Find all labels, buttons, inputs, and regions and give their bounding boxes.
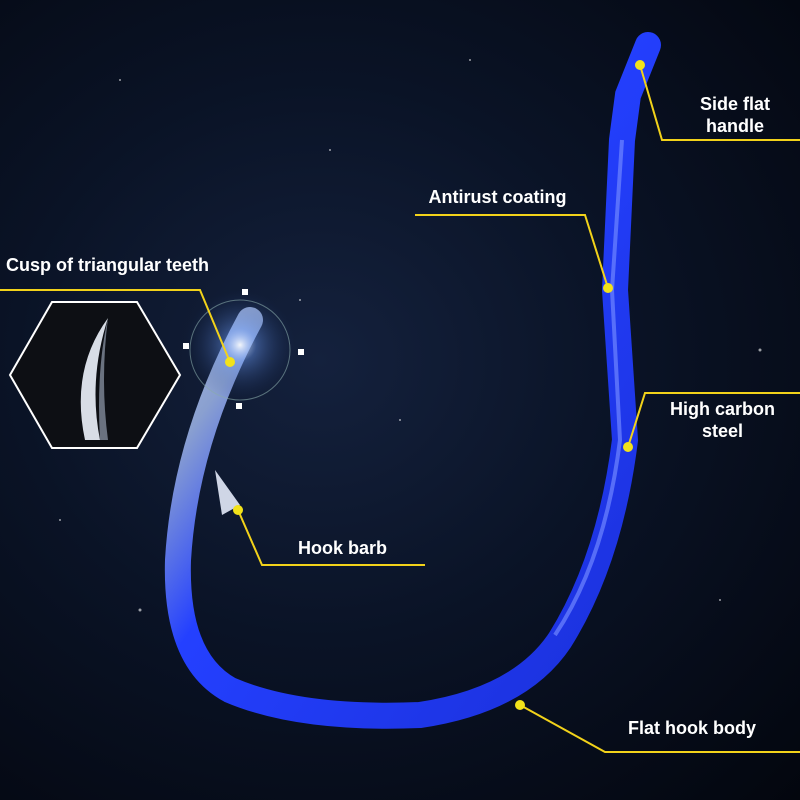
- label-side-flat-handle: Side flat handle: [699, 94, 770, 136]
- hook-highlight: [553, 139, 624, 637]
- label-cusp-of-triangular-teeth: Cusp of triangular teeth: [6, 255, 210, 275]
- hook-body: [164, 32, 661, 729]
- leader-lines: [0, 64, 800, 753]
- label-hook-barb: Hook barb: [298, 538, 388, 558]
- label-flat-hook-body: Flat hook body: [628, 718, 756, 738]
- hook-barb-shape: [215, 470, 240, 515]
- label-high-carbon-steel: High carbon steel: [669, 399, 775, 441]
- selection-handles: [183, 289, 304, 409]
- tip-glow: [185, 290, 295, 400]
- tip-closeup-inset: [8, 301, 182, 449]
- leader-dots: [225, 60, 645, 710]
- stars: [59, 59, 762, 612]
- label-antirust-coating: Antirust coating: [428, 187, 567, 207]
